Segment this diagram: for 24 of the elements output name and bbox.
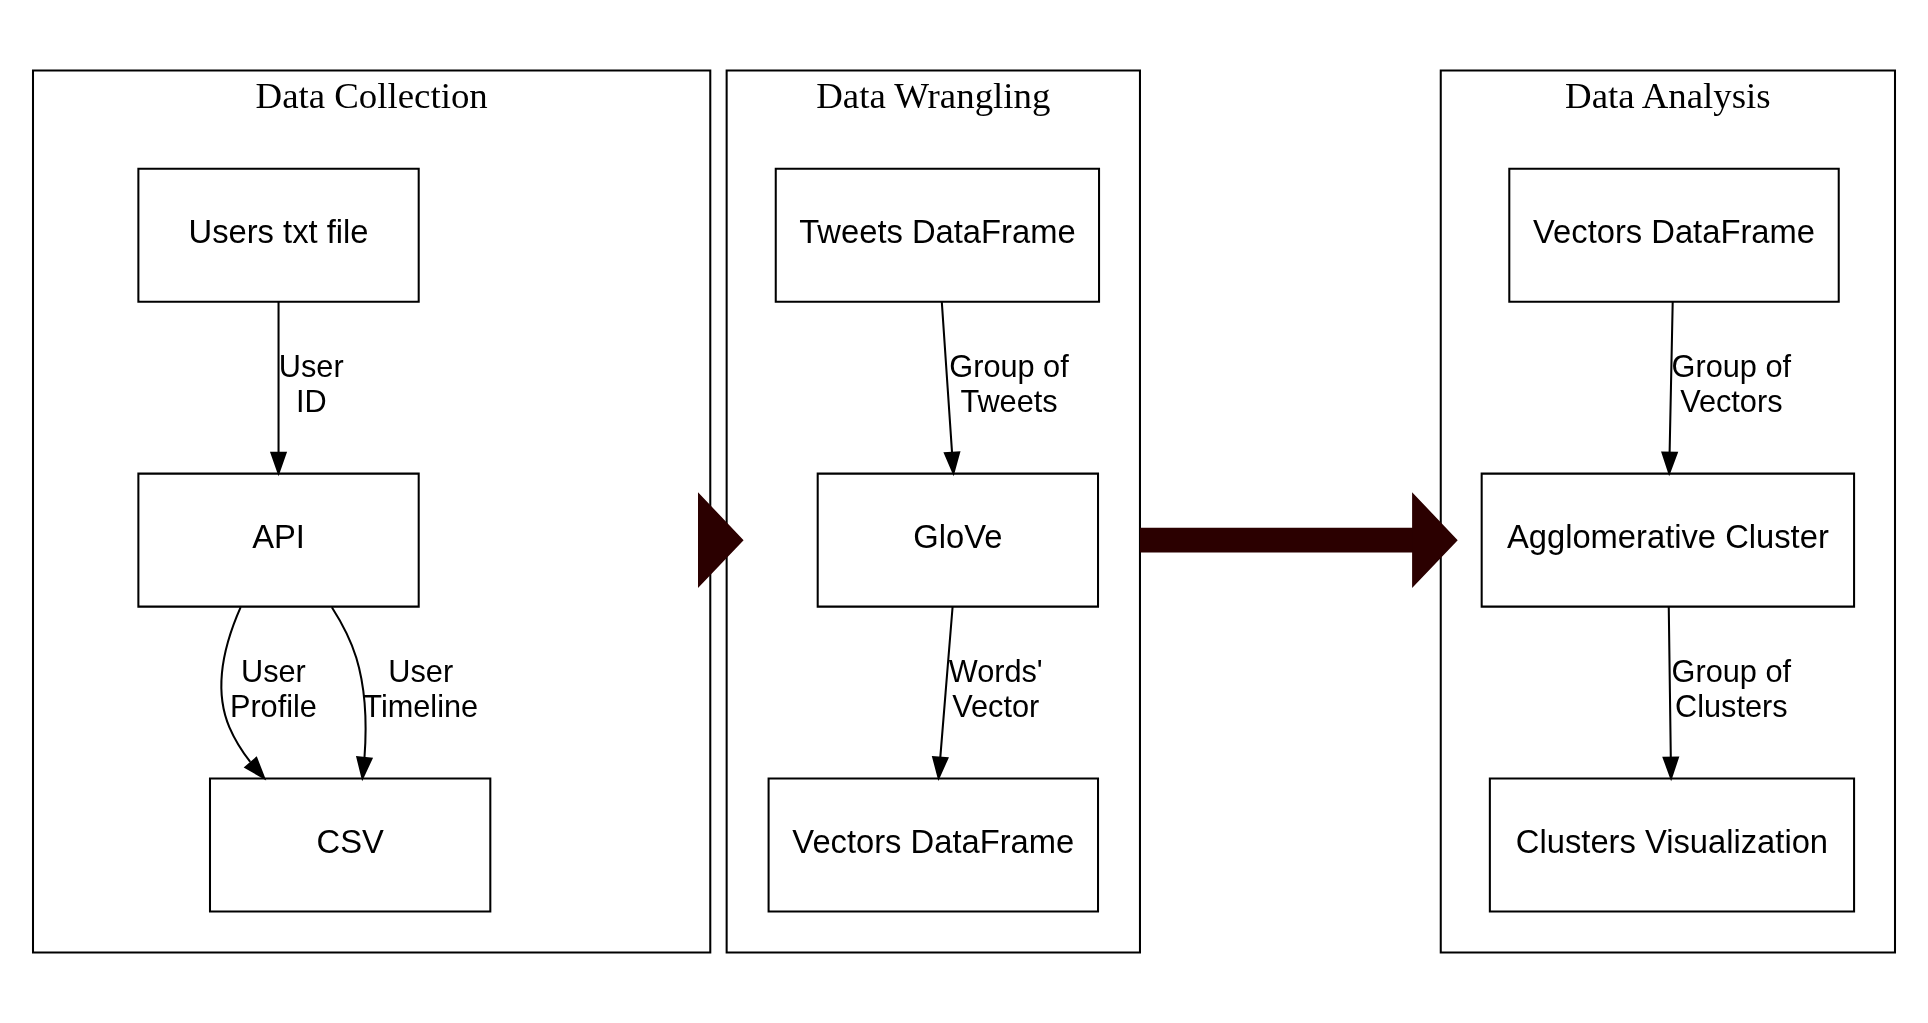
arrow <box>698 492 744 588</box>
arrow <box>931 606 954 782</box>
node-box: Vectors DataFrame <box>767 777 1100 913</box>
edge-label: Group of Clusters <box>1671 654 1792 725</box>
node-box: Vectors DataFrame <box>1508 167 1840 303</box>
node-box: Agglomerative Cluster <box>1480 472 1856 608</box>
arrow <box>940 301 961 477</box>
arrow <box>330 606 374 782</box>
edge-label: User ID <box>278 349 344 420</box>
arrow <box>1139 492 1458 588</box>
node-box: API <box>137 472 420 608</box>
node-box: Users txt file <box>137 167 420 303</box>
arrow <box>1661 301 1679 477</box>
node-box: CSV <box>208 777 492 913</box>
edge-label: User Profile <box>229 654 317 725</box>
node-box: Tweets DataFrame <box>774 167 1101 303</box>
node-box: Clusters Visualization <box>1488 777 1856 913</box>
edge-label: Group of Tweets <box>949 349 1069 420</box>
arrow <box>269 301 288 477</box>
arrow <box>1662 606 1680 782</box>
node-box: GloVe <box>816 472 1100 608</box>
edge-label: Words' Vector <box>948 654 1043 725</box>
edge-label: Group of Vectors <box>1671 349 1792 420</box>
arrow <box>220 606 267 781</box>
